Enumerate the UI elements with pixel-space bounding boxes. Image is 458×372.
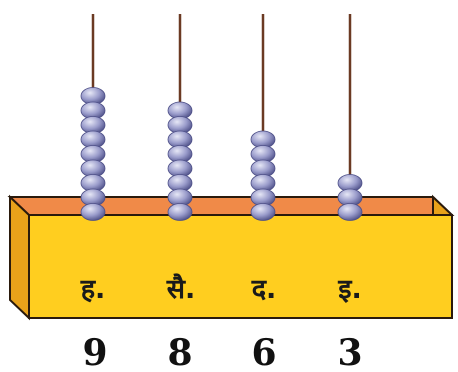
place-value-digits: 9 8 6 3: [82, 332, 362, 372]
bead: [80, 203, 106, 221]
base-top-face: [7, 196, 455, 216]
place-value-labels: ह. सै. द. इ.: [80, 273, 362, 305]
digit-ones: 3: [337, 332, 362, 372]
bead: [167, 203, 193, 221]
digit-thousands: 9: [82, 332, 107, 372]
column-ones: [337, 14, 363, 221]
abacus-base: [7, 194, 455, 321]
place-label-tens: द.: [251, 274, 277, 305]
column-hundreds: [167, 14, 193, 221]
digit-tens: 6: [251, 332, 276, 372]
column-tens: [250, 14, 276, 221]
column-thousands: [80, 14, 106, 221]
abacus-columns: [80, 14, 363, 221]
digit-hundreds: 8: [167, 332, 192, 372]
base-side-face: [9, 194, 30, 321]
bead: [250, 203, 276, 221]
place-label-hundreds: सै.: [166, 273, 196, 305]
bead: [337, 203, 363, 221]
place-label-thousands: ह.: [80, 274, 106, 305]
base-front-face: [28, 214, 453, 319]
place-label-ones: इ.: [337, 274, 362, 305]
